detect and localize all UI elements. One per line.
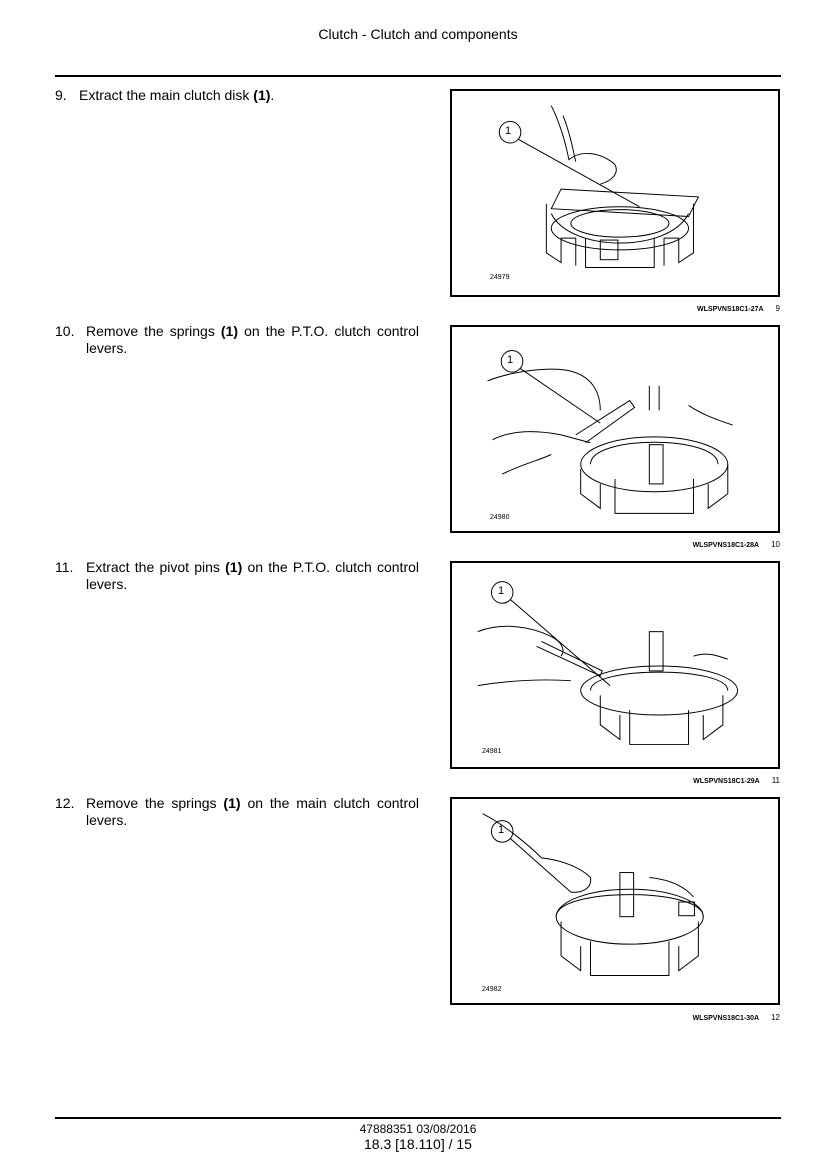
callout-label: 1 <box>507 354 514 366</box>
callout-label: 1 <box>505 125 512 137</box>
image-number: 24980 <box>490 514 510 521</box>
image-number: 24981 <box>482 748 502 755</box>
step-text: Remove the springs (1) on the P.T.O. clu… <box>86 323 419 356</box>
footer-divider <box>55 1117 781 1119</box>
figure-number: 10 <box>771 540 780 549</box>
page-header-title: Clutch - Clutch and components <box>318 26 518 42</box>
clutch-disk-illustration <box>498 105 700 269</box>
figure-extract-clutch-disk: 24979 1 <box>450 89 780 297</box>
figure-caption-12: WLSPVNS18C1-30A 12 <box>450 1013 780 1022</box>
figure-code: WLSPVNS18C1-28A <box>692 542 760 549</box>
image-number: 24982 <box>482 986 502 993</box>
step-9: 9. Extract the main clutch disk (1). <box>55 87 419 104</box>
callout-label: 1 <box>498 585 505 597</box>
step-text: Extract the main clutch disk (1). <box>79 87 275 103</box>
figure-remove-pto-springs: 24980 1 <box>450 325 780 533</box>
figure-number: 9 <box>775 304 780 313</box>
footer-doc-info: 47888351 03/08/2016 <box>359 1122 477 1136</box>
figure-extract-pivot-pins: 24981 1 <box>450 561 780 769</box>
main-springs-illustration <box>482 813 704 977</box>
figure-caption-9: WLSPVNS18C1-27A 9 <box>450 304 780 313</box>
callout-ref: (1) <box>223 795 241 811</box>
step-text: Extract the pivot pins (1) on the P.T.O.… <box>86 559 420 592</box>
figure-caption-11: WLSPVNS18C1-29A 11 <box>450 776 780 785</box>
figure-code: WLSPVNS18C1-29A <box>693 778 760 785</box>
callout-label: 1 <box>498 824 505 836</box>
step-number: 9. <box>55 87 67 103</box>
figure-code: WLSPVNS18C1-27A <box>697 306 764 313</box>
step-number: 10. <box>55 323 75 339</box>
figure-caption-10: WLSPVNS18C1-28A 10 <box>450 540 780 549</box>
step-11: 11. Extract the pivot pins (1) on the P.… <box>55 559 419 593</box>
step-text: Remove the springs (1) on the main clutc… <box>86 795 419 828</box>
image-number: 24979 <box>490 274 510 281</box>
figure-code: WLSPVNS18C1-30A <box>692 1015 760 1022</box>
step-number: 11. <box>55 559 74 575</box>
step-12: 12. Remove the springs (1) on the main c… <box>55 795 419 829</box>
callout-ref: (1) <box>253 87 271 103</box>
footer-page-ref: 18.3 [18.110] / 15 <box>364 1136 472 1152</box>
pivot-pins-illustration <box>477 581 739 745</box>
figure-remove-main-springs: 24982 1 <box>450 797 780 1005</box>
pto-springs-illustration <box>487 350 733 514</box>
step-10: 10. Remove the springs (1) on the P.T.O.… <box>55 323 419 357</box>
figure-number: 12 <box>771 1013 780 1022</box>
step-number: 12. <box>55 795 75 811</box>
header-divider <box>55 75 781 77</box>
figure-number: 11 <box>771 776 780 785</box>
callout-ref: (1) <box>220 323 239 339</box>
callout-ref: (1) <box>225 559 243 575</box>
